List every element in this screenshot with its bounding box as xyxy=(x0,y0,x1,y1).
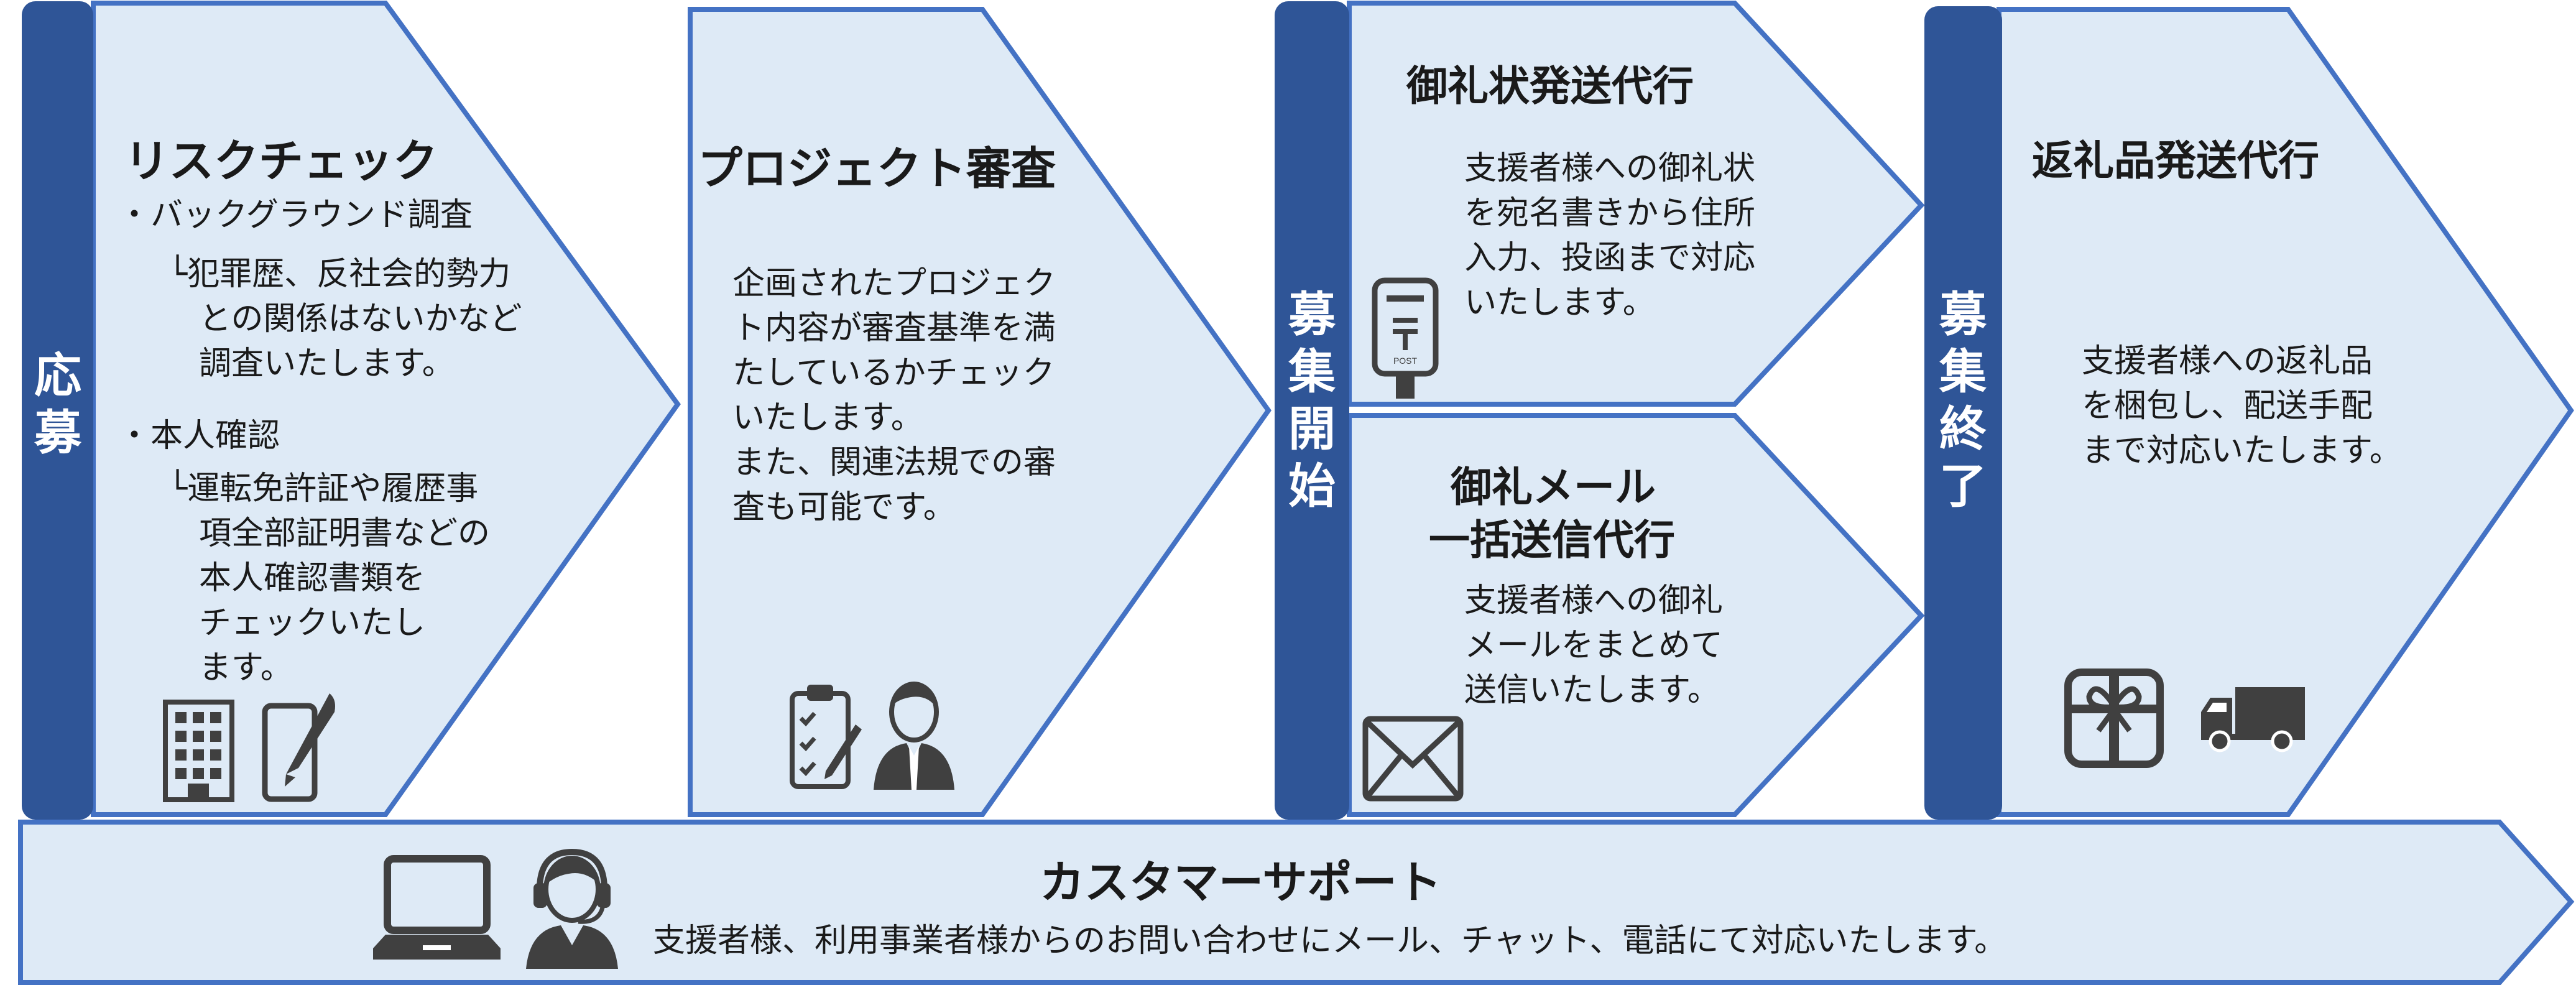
arrow-project-review xyxy=(688,7,1272,817)
phase-label-boshu-shuryo: 募 集 終 了 xyxy=(1939,287,1987,514)
headset-operator-icon xyxy=(526,848,618,969)
phase-label-oubo: 応 募 xyxy=(34,348,81,460)
clipboard-check-icon xyxy=(790,685,862,789)
thank-letter-title: 御礼状発送代行 xyxy=(1406,62,1694,110)
return-gift-body: 支援者様への返礼品 を梱包し、配送手配 まで対応いたします。 xyxy=(2082,343,2402,470)
postbox-icon: POST xyxy=(1372,277,1439,399)
pen-tablet-icon xyxy=(262,693,335,802)
gift-box-icon xyxy=(2064,668,2164,768)
project-review-title: プロジェクト審査 xyxy=(698,142,1056,195)
risk-check-identity-detail: └運転免許証や履歴事 項全部証明書などの 本人確認書類を チェックいたし ます。 xyxy=(168,470,491,687)
phase-bar-oubo xyxy=(22,1,93,820)
thank-mail-title-line2: 一括送信代行 xyxy=(1429,516,1675,564)
customer-support-body: 支援者様、利用事業者様からのお問い合わせにメール、チャット、電話にて対応いたしま… xyxy=(653,922,2007,960)
businessperson-icon xyxy=(874,682,954,790)
phase-label-boshu-kaishi: 募 集 開 始 xyxy=(1288,287,1336,514)
phase-bar-boshu-shuryo xyxy=(1924,6,2002,820)
customer-support-title: カスタマーサポート xyxy=(1040,856,1442,909)
building-icon xyxy=(163,700,234,802)
risk-check-background-detail: └犯罪歴、反社会的勢力 との関係はないかなど 調査いたします。 xyxy=(168,256,522,382)
thank-mail-body: 支援者様への御礼 メールをまとめて 送信いたします。 xyxy=(1464,582,1724,709)
return-gift-title: 返礼品発送代行 xyxy=(2032,137,2319,185)
arrow-customer-support xyxy=(18,820,2575,985)
postbox-label: POST xyxy=(1393,356,1418,366)
risk-check-bullet-background: ・バックグラウンド調査 xyxy=(118,197,473,234)
thank-mail-title-line1: 御礼メール xyxy=(1451,463,1656,511)
envelope-icon xyxy=(1362,716,1464,802)
truck-icon xyxy=(2201,687,2305,752)
phase-bar-boshu-kaishi xyxy=(1275,1,1349,820)
thank-letter-body: 支援者様への御礼状 を宛名書きから住所 入力、投函まで対応 いたします。 xyxy=(1464,150,1756,322)
risk-check-title: リスクチェック xyxy=(124,135,438,187)
project-review-body: 企画されたプロジェク ト内容が審査基準を満 たしているかチェック いたします。 … xyxy=(732,265,1056,526)
risk-check-bullet-identity: ・本人確認 xyxy=(118,417,280,455)
laptop-icon xyxy=(373,855,501,960)
